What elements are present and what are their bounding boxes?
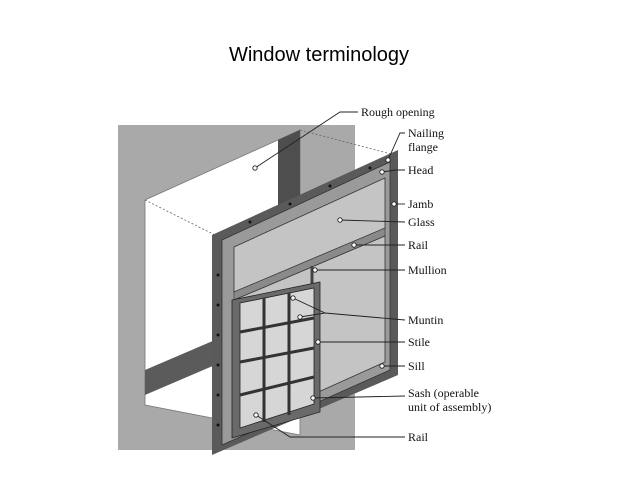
label-mullion: Mullion bbox=[408, 263, 447, 277]
label-rail-top: Rail bbox=[408, 238, 429, 252]
leader-lines bbox=[254, 111, 406, 438]
label-glass: Glass bbox=[408, 215, 435, 229]
slide-title: Window terminology bbox=[228, 44, 410, 66]
label-nailing-flange-1: Nailing bbox=[408, 126, 444, 140]
label-stile: Stile bbox=[408, 335, 430, 349]
label-head: Head bbox=[408, 163, 433, 177]
label-sash-2: unit of assembly) bbox=[408, 400, 491, 414]
label-rail-bottom: Rail bbox=[408, 430, 429, 444]
label-muntin: Muntin bbox=[408, 313, 443, 327]
label-sash-1: Sash (operable bbox=[408, 386, 479, 400]
window-unit bbox=[212, 150, 398, 455]
anchor-dots bbox=[252, 157, 397, 418]
label-jamb: Jamb bbox=[408, 197, 433, 211]
label-sill: Sill bbox=[408, 359, 425, 373]
label-nailing-flange-2: flange bbox=[408, 140, 438, 154]
label-rough-opening: Rough opening bbox=[361, 105, 435, 119]
